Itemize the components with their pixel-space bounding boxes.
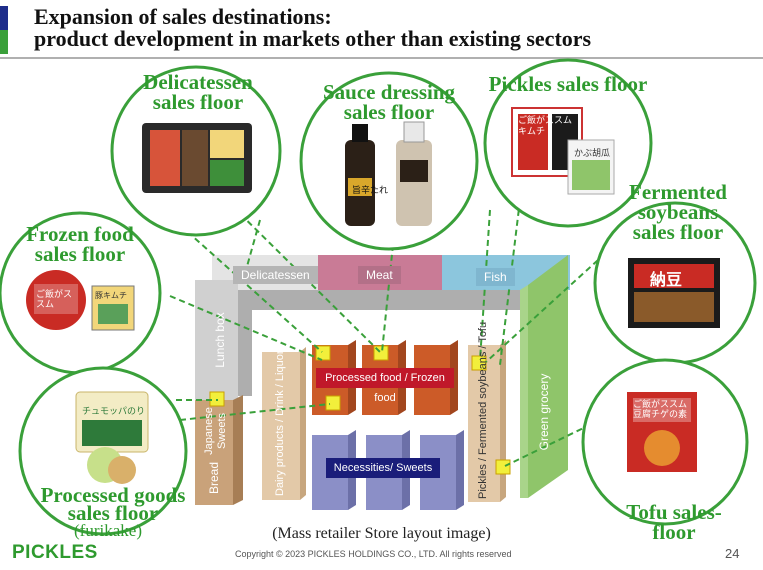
dept-green-grocery: Green grocery bbox=[537, 373, 551, 451]
pickles-pack-label: ご飯がススムキムチ bbox=[518, 116, 573, 137]
pickles-logo: PICKLES bbox=[12, 542, 98, 563]
dept-bread: Bread bbox=[207, 461, 221, 495]
bread-shelf-side bbox=[233, 395, 243, 505]
dept-delicatessen: Delicatessen bbox=[233, 266, 318, 284]
bread-shelf-front bbox=[195, 400, 233, 505]
title-divider bbox=[0, 57, 763, 59]
dept-dairy: Dairy products / Drink / Liquor bbox=[274, 350, 286, 497]
processed-frozen-box: Processed food / Frozen food bbox=[316, 368, 454, 404]
dept-lunch-box: Lunch box bbox=[213, 312, 227, 368]
layout-caption: (Mass retailer Store layout image) bbox=[272, 525, 491, 542]
page-title: Expansion of sales destinations: product… bbox=[34, 6, 591, 50]
sauce-bottle-image bbox=[345, 121, 432, 226]
dairy-shelf-side bbox=[300, 347, 306, 500]
delicatessen-bento-image bbox=[142, 123, 252, 193]
lunch-box-wall bbox=[195, 280, 238, 400]
title-line-1: Expansion of sales destinations: bbox=[34, 4, 332, 29]
furikake-pack-image bbox=[75, 391, 149, 484]
natto-pack-image bbox=[628, 258, 720, 328]
label-processed-sub: (furikake) bbox=[74, 521, 142, 540]
copyright-text: Copyright © 2023 PICKLES HOLDINGS CO., L… bbox=[235, 549, 512, 559]
frozen-food-image bbox=[26, 270, 135, 331]
label-delicatessen: Delicatessen sales floor bbox=[143, 70, 253, 114]
natto-label: 納豆 bbox=[650, 270, 683, 289]
label-fermented: Fermented soybeans sales floor bbox=[629, 180, 727, 244]
necessities-shelves bbox=[312, 430, 464, 510]
pickles-pack-image bbox=[511, 107, 615, 195]
label-pickles: Pickles sales floor bbox=[488, 72, 648, 96]
frozen-pack-label: ご飯がススム bbox=[36, 290, 73, 310]
dept-meat: Meat bbox=[358, 266, 401, 284]
sauce-label: 旨辛たれ bbox=[352, 186, 389, 196]
title-line-2: product development in markets other tha… bbox=[34, 26, 592, 51]
furikake-label: チュモッパのり bbox=[82, 407, 146, 417]
green-grocery-front bbox=[520, 285, 528, 498]
frozen-pack2-label: 豚キムチ bbox=[95, 291, 127, 300]
title-accent-bar bbox=[0, 6, 8, 54]
label-tofu: Tofu sales-floor bbox=[626, 500, 722, 544]
necessities-box: Necessities/ Sweets bbox=[326, 458, 440, 478]
label-processed: Processed goods sales floor bbox=[40, 483, 186, 525]
pickles-shelf-front bbox=[468, 345, 500, 502]
tofu-pack-image bbox=[627, 392, 697, 472]
dept-pickles-tofu: Pickles / Fermented soybeans / Tofu bbox=[477, 321, 489, 499]
pickles-pack2-label: かぶ胡瓜 bbox=[574, 149, 611, 159]
dept-fish: Fish bbox=[476, 268, 515, 286]
page-number: 24 bbox=[725, 546, 740, 561]
dairy-shelf-front bbox=[262, 352, 300, 500]
tofu-pack-label: ご飯がススム豆腐チゲの素 bbox=[633, 400, 688, 420]
label-frozen: Frozen food sales floor bbox=[26, 222, 134, 266]
walkway-top bbox=[238, 290, 520, 396]
label-sauce: Sauce dressing sales floor bbox=[322, 80, 456, 124]
